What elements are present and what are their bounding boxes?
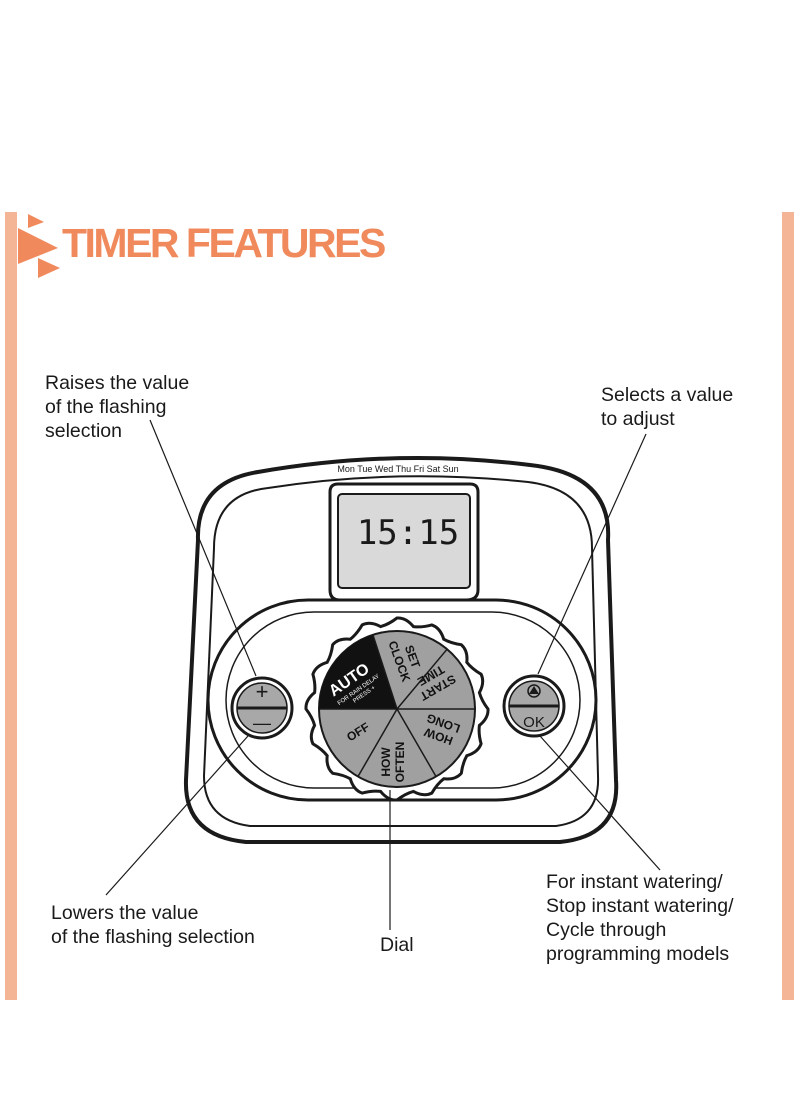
weekday-labels: Mon Tue Wed Thu Fri Sat Sun bbox=[337, 464, 458, 474]
annotation-lower-value: Lowers the value of the flashing selecti… bbox=[51, 902, 255, 948]
annotation-raise-value: Raises the value of the flashing selecti… bbox=[45, 372, 190, 442]
dial-dividers bbox=[319, 634, 475, 777]
timer-inner-outline bbox=[202, 475, 600, 827]
annotation-dial: Dial bbox=[380, 934, 414, 956]
up-arrow-icon[interactable] bbox=[527, 684, 541, 698]
dial-divider-line bbox=[357, 708, 398, 777]
annotation-select-value: Selects a value to adjust bbox=[601, 384, 734, 430]
title-arrows-icon bbox=[18, 214, 60, 278]
right-accent-bar bbox=[782, 212, 794, 1000]
plus-minus-button[interactable]: + — bbox=[230, 676, 294, 740]
dial-auto-segment[interactable] bbox=[319, 634, 397, 709]
dial-how-often-label-2: OFTEN bbox=[393, 742, 407, 783]
annotation-ok-button: For instant watering/ Stop instant water… bbox=[546, 871, 734, 965]
lcd-time: 15:15 bbox=[357, 513, 459, 553]
dial-how-often-label-1: HOW bbox=[379, 747, 393, 777]
dial[interactable]: AUTO FOR RAIN DELAY PRESS + SET CLOCK ST… bbox=[304, 616, 490, 802]
minus-button-label[interactable]: — bbox=[253, 713, 271, 733]
dial-divider-line bbox=[396, 708, 437, 777]
select-ok-button[interactable]: OK bbox=[502, 674, 566, 738]
lcd-screen bbox=[337, 493, 471, 589]
dial-divider-line bbox=[396, 648, 448, 710]
left-accent-bar bbox=[5, 212, 17, 1000]
annotation-leader-lines bbox=[105, 419, 661, 930]
dial-divider-line bbox=[372, 634, 398, 710]
plus-button-label[interactable]: + bbox=[256, 679, 269, 704]
page-title: TIMER FEATURES bbox=[62, 220, 386, 266]
ok-button-label[interactable]: OK bbox=[523, 714, 545, 731]
